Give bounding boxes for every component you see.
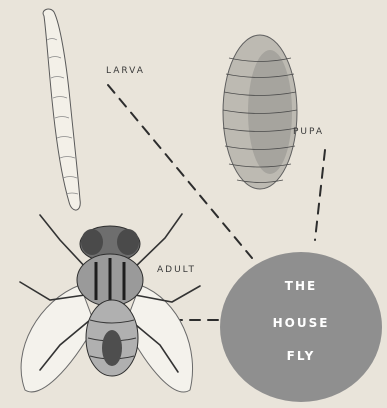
title-line-house: HOUSE [220, 317, 382, 329]
adult-label: ADULT [157, 266, 196, 275]
pupa-label: PUPA [293, 128, 324, 137]
pupa-illustration [223, 35, 297, 189]
title-line-the: THE [220, 280, 382, 292]
pupa-connector-line [315, 150, 325, 240]
larva-illustration [43, 9, 80, 210]
adult-fly-illustration [20, 214, 200, 392]
larva-label: LARVA [106, 67, 145, 76]
title-line-fly: FLY [220, 350, 382, 362]
